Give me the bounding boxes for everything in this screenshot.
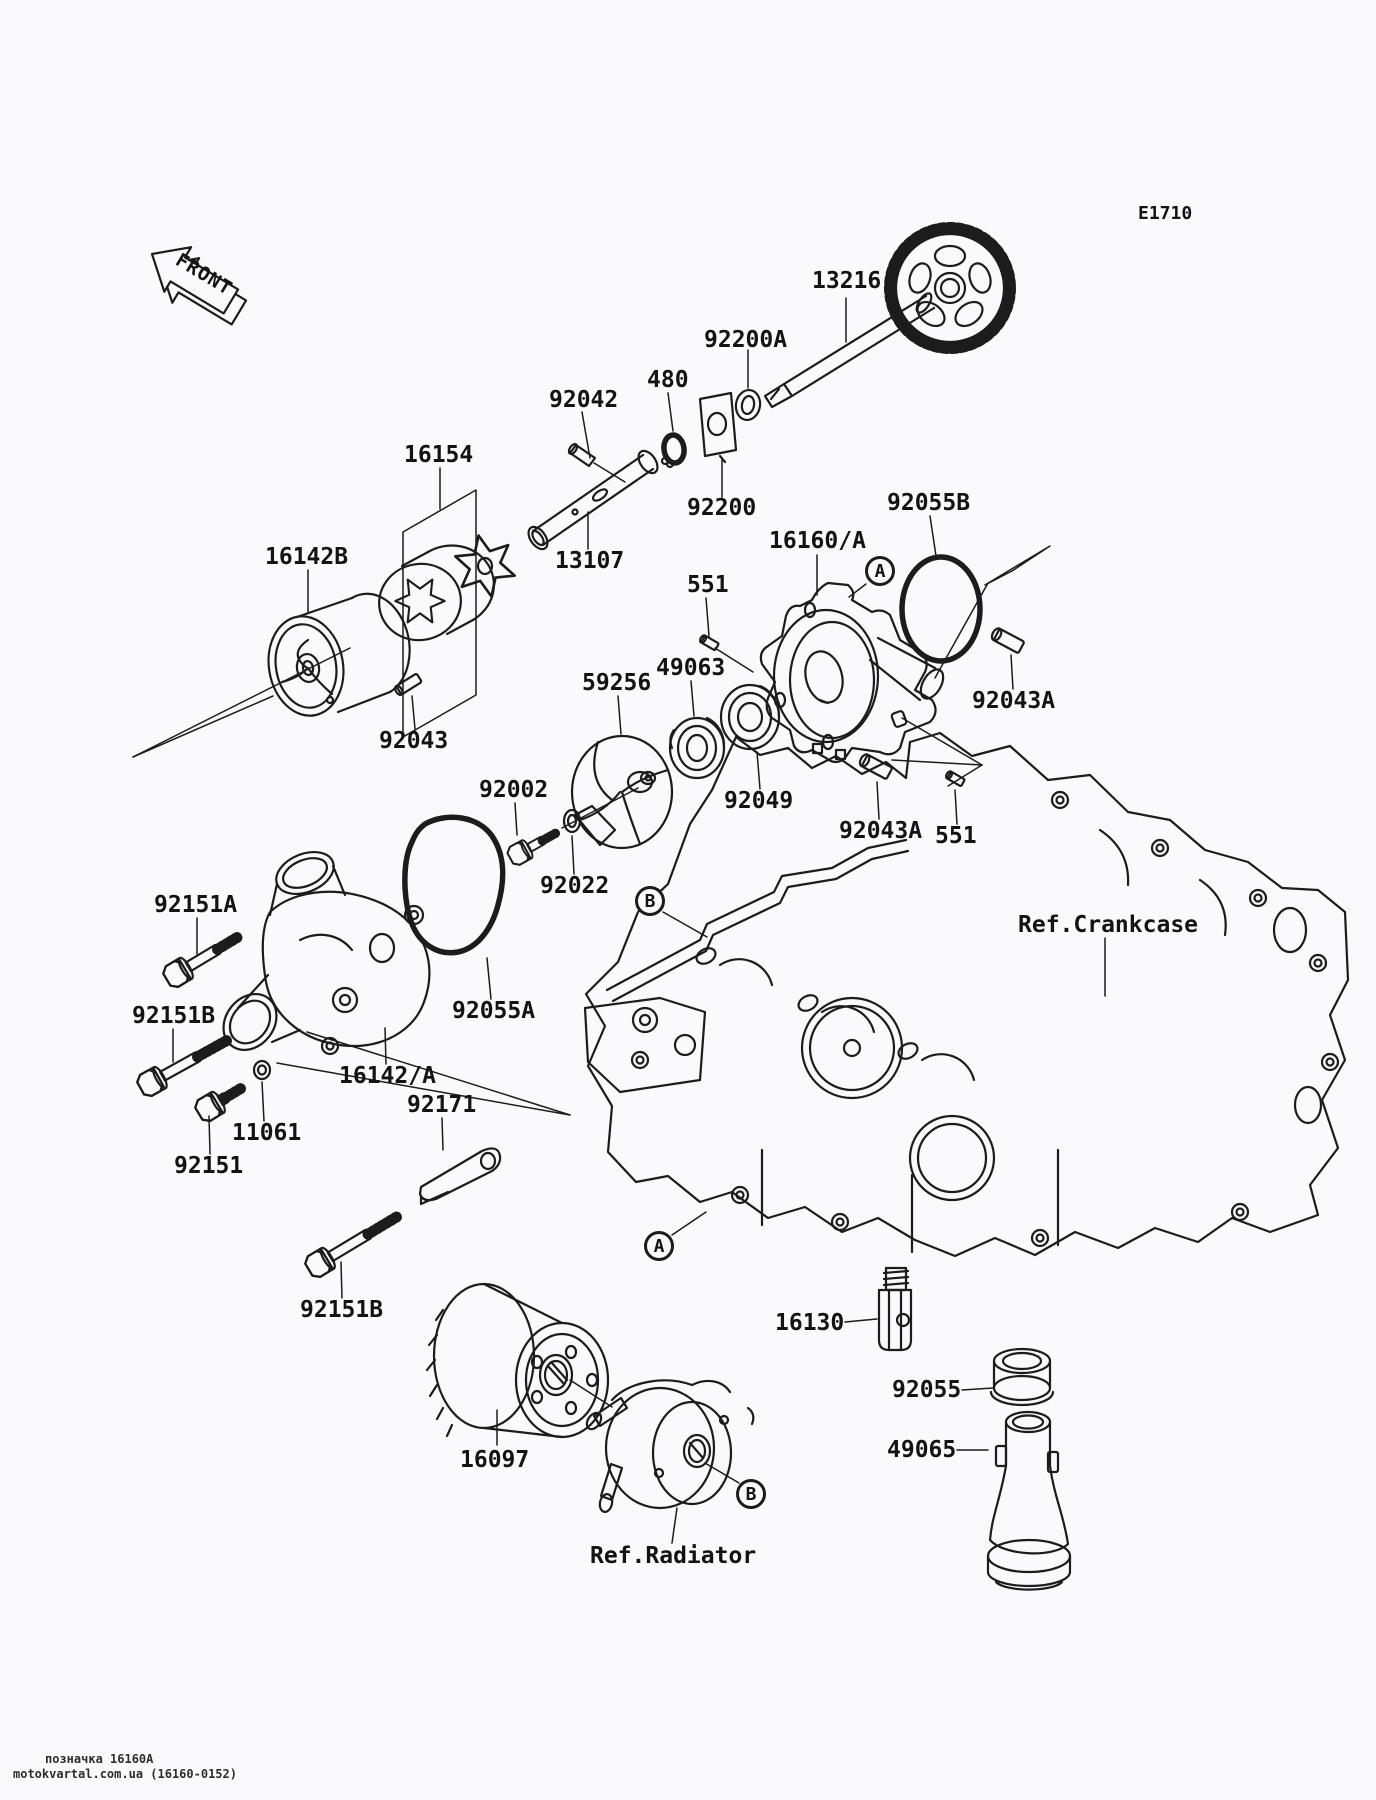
mechanical-seal-49063-drawing bbox=[668, 716, 726, 780]
ref-radiator-label: Ref.Radiator bbox=[590, 1543, 757, 1569]
pin-92043-drawing bbox=[394, 673, 423, 696]
watermark-line1: позначка 16160A bbox=[45, 1752, 154, 1766]
page-code: E1710 bbox=[1138, 203, 1193, 224]
part-label-92043: 92043 bbox=[379, 728, 449, 754]
relief-valve-16130-drawing bbox=[877, 1266, 913, 1352]
part-label-92055b: 92055B bbox=[887, 490, 971, 516]
bearing-92049-drawing bbox=[719, 683, 781, 751]
bolt-92151b-upper-drawing bbox=[133, 1034, 233, 1100]
ref-crankcase-label: Ref.Crankcase bbox=[1018, 912, 1199, 938]
part-label-92055a: 92055A bbox=[452, 998, 536, 1024]
oil-pump-gear-13216-drawing bbox=[763, 222, 1016, 409]
part-label-16160a: 16160/A bbox=[769, 528, 866, 554]
oil-pump-rotor-set-drawing bbox=[378, 489, 525, 738]
part-label-92022: 92022 bbox=[540, 873, 610, 899]
bolt-92002-drawing bbox=[504, 827, 562, 869]
oil-strainer-49065-drawing bbox=[986, 1410, 1072, 1591]
gasket-92055a-drawing bbox=[402, 814, 506, 956]
shaft-small-parts-drawing bbox=[527, 388, 762, 551]
part-label-59256: 59256 bbox=[582, 670, 652, 696]
washer-11061-drawing bbox=[252, 1059, 272, 1081]
part-label-551-upper: 551 bbox=[687, 572, 729, 598]
part-label-13216: 13216 bbox=[812, 268, 882, 294]
bracket-92171-drawing bbox=[418, 1147, 502, 1206]
bolt-92151-drawing bbox=[191, 1082, 247, 1126]
crankcase-drawing bbox=[583, 731, 1350, 1258]
dowel-pins-drawing bbox=[699, 627, 1025, 788]
part-label-92151b-upper: 92151B bbox=[132, 1003, 216, 1029]
bolt-92151a-drawing bbox=[159, 930, 246, 992]
part-label-92042: 92042 bbox=[549, 387, 619, 413]
part-label-11061: 11061 bbox=[232, 1120, 302, 1146]
part-label-16130: 16130 bbox=[775, 1310, 845, 1336]
part-label-92151a: 92151A bbox=[154, 892, 238, 918]
part-label-92200a: 92200A bbox=[704, 327, 788, 353]
oil-pump-drum-16142b-drawing bbox=[132, 592, 411, 758]
part-label-49063: 49063 bbox=[656, 655, 726, 681]
part-label-92151b-lower: 92151B bbox=[300, 1297, 384, 1323]
impeller-59256-drawing bbox=[570, 734, 674, 850]
part-label-92002: 92002 bbox=[479, 777, 549, 803]
view-marker-b-gasket: B bbox=[635, 886, 665, 916]
part-label-16154: 16154 bbox=[404, 442, 474, 468]
part-label-92200: 92200 bbox=[687, 495, 757, 521]
part-label-49065: 49065 bbox=[887, 1437, 957, 1463]
part-label-16142a: 16142/A bbox=[339, 1063, 436, 1089]
part-label-92171: 92171 bbox=[407, 1092, 477, 1118]
part-label-92055: 92055 bbox=[892, 1377, 962, 1403]
part-label-16097: 16097 bbox=[460, 1447, 530, 1473]
part-label-92049: 92049 bbox=[724, 788, 794, 814]
watermark-line2: motokvartal.com.ua (16160-0152) bbox=[13, 1767, 237, 1781]
view-marker-a-cover: A bbox=[865, 556, 895, 586]
part-label-92043a-upper: 92043A bbox=[972, 688, 1056, 714]
part-label-16142b: 16142B bbox=[265, 544, 349, 570]
part-label-92151: 92151 bbox=[174, 1153, 244, 1179]
water-pump-cover-16160-drawing bbox=[759, 581, 945, 764]
leader-lines bbox=[172, 297, 1106, 1544]
part-label-551-lower: 551 bbox=[935, 823, 977, 849]
cap-92055-drawing bbox=[989, 1347, 1055, 1407]
view-marker-b-cooler: B bbox=[736, 1479, 766, 1509]
part-label-92043a-lower: 92043A bbox=[839, 818, 923, 844]
part-label-13107: 13107 bbox=[555, 548, 625, 574]
view-marker-a-crankcase: A bbox=[644, 1231, 674, 1261]
bolt-92151b-lower-drawing bbox=[301, 1211, 403, 1282]
oil-pump-body-16142a-drawing bbox=[222, 851, 571, 1116]
part-label-480: 480 bbox=[647, 367, 689, 393]
front-arrow-icon bbox=[150, 246, 248, 326]
washer-92022-drawing bbox=[562, 808, 582, 834]
o-ring-92055b-drawing bbox=[899, 554, 983, 664]
oil-filter-16097-drawing bbox=[425, 1282, 610, 1439]
oil-cooler-drawing bbox=[585, 1379, 755, 1513]
